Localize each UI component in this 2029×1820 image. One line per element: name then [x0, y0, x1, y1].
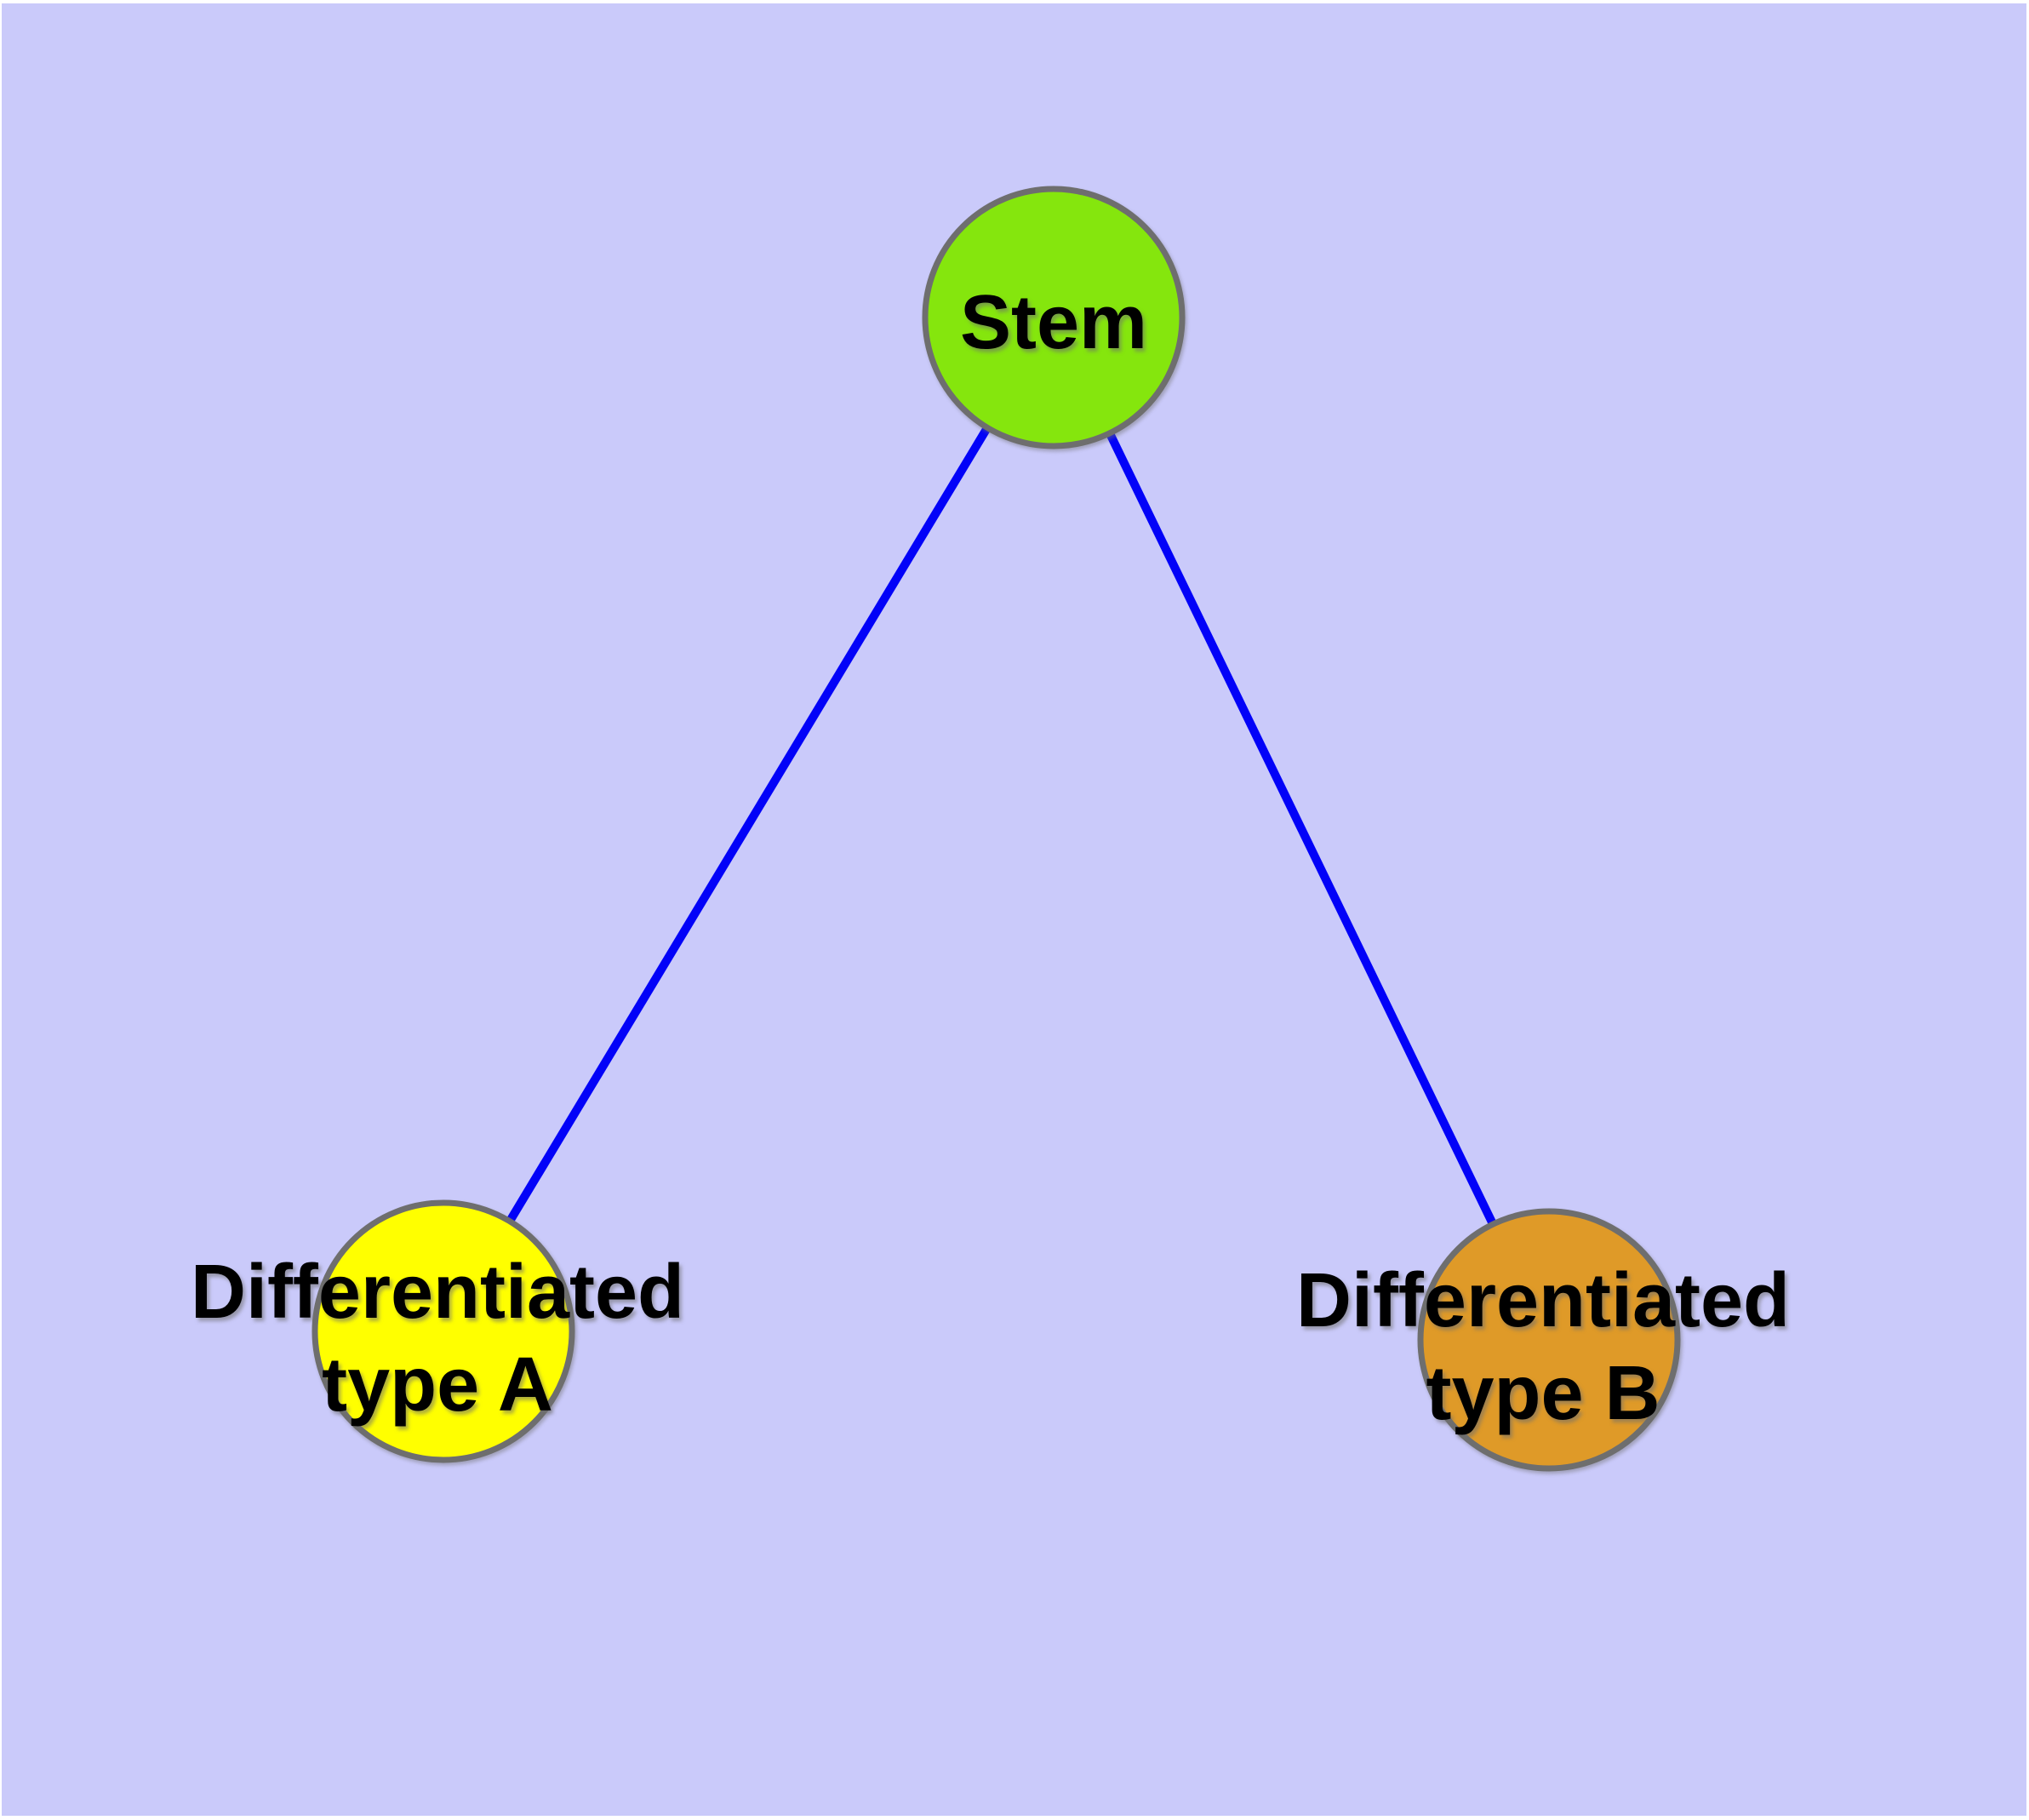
node-type-b-circle: [1417, 1208, 1681, 1472]
node-type-b-label-line2: type B: [1426, 1351, 1660, 1436]
node-type-b-label-line1: Differentiated: [1296, 1258, 1790, 1343]
node-type-a-circle: [311, 1199, 575, 1463]
node-stem-circle: [922, 186, 1186, 449]
edge-stem-to-type-b: [1049, 315, 1553, 1342]
node-type-a-label-line1: Differentiated: [191, 1250, 684, 1335]
edge-stem-to-type-a: [439, 315, 1058, 1334]
node-stem-label: Stem: [960, 280, 1147, 365]
node-type-a-label-line2: type A: [322, 1342, 553, 1428]
